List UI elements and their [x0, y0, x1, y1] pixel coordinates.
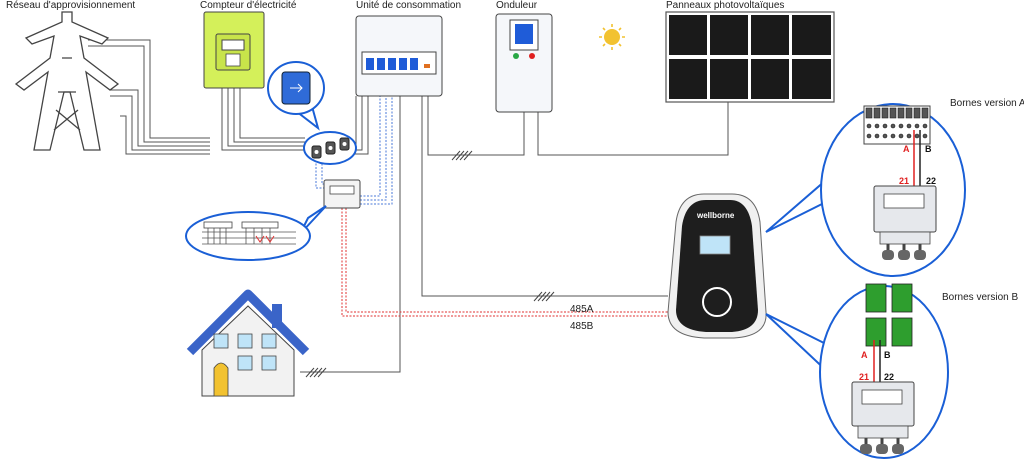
sun-icon — [599, 24, 625, 50]
smart-energy-meter — [323, 179, 361, 209]
line-485b-label: 485B — [570, 321, 594, 332]
version-b-label: Bornes version B — [942, 292, 1018, 303]
meter-label: Compteur d'électricité — [200, 0, 297, 11]
ct-sensor-zoom — [267, 61, 325, 131]
wiring-detail-zoom — [185, 205, 327, 261]
line-485a-label: 485A — [570, 304, 594, 315]
power-tower-icon — [14, 11, 120, 151]
version-b-terminal-a: A — [861, 350, 868, 360]
inverter-label: Onduleur — [496, 0, 538, 11]
electricity-meter — [203, 11, 265, 89]
inverter — [495, 13, 553, 113]
version-b-terminal-b: B — [884, 350, 891, 360]
data-wires — [315, 96, 668, 317]
version-b-terminal-21: 21 — [859, 372, 869, 382]
charger-brand: wellborne — [696, 211, 735, 220]
version-a-terminal-b: B — [925, 144, 932, 154]
version-a-terminal-22: 22 — [926, 176, 936, 186]
solar-panels — [665, 11, 835, 103]
ct-clamps — [303, 131, 357, 165]
version-b-terminal-22: 22 — [884, 372, 894, 382]
solar-label: Panneaux photovoltaïques — [666, 0, 784, 11]
version-a-label: Bornes version A — [950, 98, 1024, 109]
version-a-terminal-a: A — [903, 144, 910, 154]
version-a-zoom — [765, 103, 966, 277]
house-icon — [186, 289, 310, 397]
cable-markers — [305, 150, 555, 378]
version-a-terminal-21: 21 — [899, 176, 909, 186]
ev-charger — [667, 193, 767, 339]
version-b-zoom — [765, 283, 949, 459]
consumer-unit-label: Unité de consommation — [356, 0, 461, 11]
consumer-unit — [355, 15, 443, 97]
grid-label: Réseau d'approvisionnement — [6, 0, 135, 11]
